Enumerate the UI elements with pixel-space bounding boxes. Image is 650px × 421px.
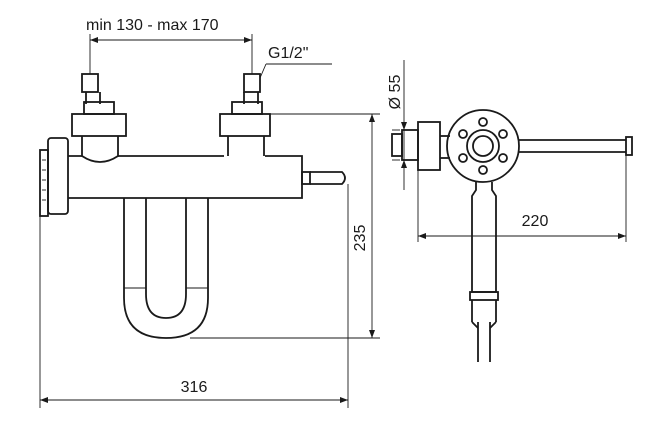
screw-icon bbox=[498, 129, 508, 139]
right-inlet bbox=[219, 73, 271, 156]
dimension-diameter bbox=[392, 60, 407, 190]
side-view: Ø 55 220 bbox=[387, 60, 633, 362]
dimension-spacing bbox=[89, 34, 253, 74]
screw-icon bbox=[498, 153, 508, 163]
dimension-width bbox=[39, 184, 349, 408]
wall-flange bbox=[39, 137, 69, 217]
u-pipe bbox=[123, 198, 209, 339]
dimension-thread bbox=[259, 63, 332, 79]
height-label: 235 bbox=[352, 225, 369, 252]
diameter-label: Ø 55 bbox=[387, 75, 404, 110]
side-inlet bbox=[391, 121, 450, 171]
left-inlet bbox=[71, 73, 127, 163]
front-view: min 130 - max 170 G1/2" 235 316 bbox=[39, 17, 380, 408]
screw-icon bbox=[458, 129, 468, 139]
diverter-knob bbox=[301, 171, 346, 185]
rosette bbox=[446, 109, 520, 183]
width-label: 316 bbox=[181, 379, 208, 396]
screw-icon bbox=[458, 153, 468, 163]
screw-icon bbox=[478, 117, 488, 127]
side-arm bbox=[519, 136, 633, 156]
spacing-label: min 130 - max 170 bbox=[86, 17, 219, 34]
dimension-height bbox=[190, 113, 380, 339]
screw-icon bbox=[478, 165, 488, 175]
projection-label: 220 bbox=[522, 213, 549, 230]
side-handshower bbox=[469, 182, 499, 362]
thread-label: G1/2" bbox=[268, 45, 308, 62]
dimension-projection bbox=[417, 155, 627, 242]
